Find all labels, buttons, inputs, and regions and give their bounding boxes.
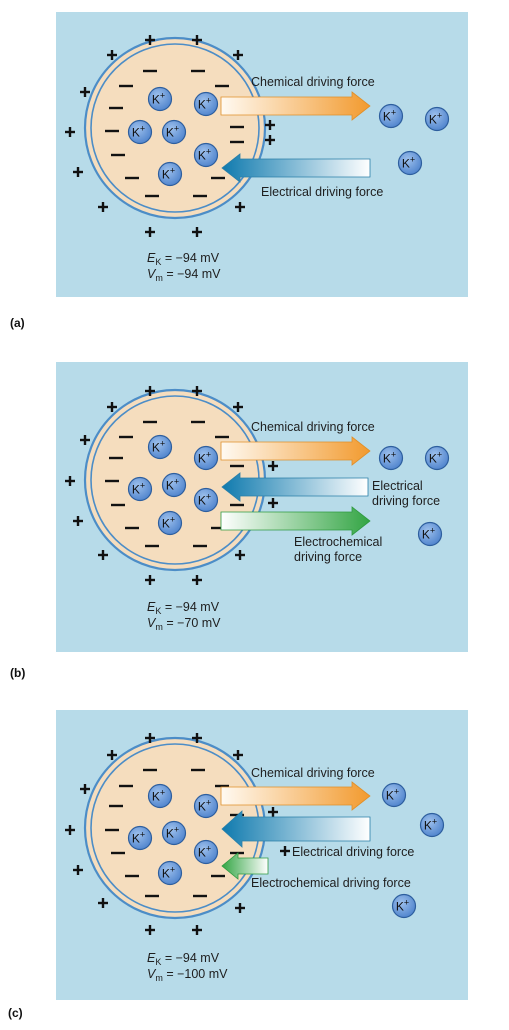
k-ion bbox=[157, 161, 183, 187]
k-ion bbox=[147, 86, 173, 112]
k-ion bbox=[381, 782, 407, 808]
panel-a: Chemical driving force Electrical drivin… bbox=[10, 12, 468, 330]
ek-formula-b: EK = −94 mV bbox=[147, 600, 220, 616]
k-ion bbox=[147, 434, 173, 460]
vm-formula-b: Vm = −70 mV bbox=[147, 616, 221, 632]
k-ion bbox=[378, 445, 404, 471]
k-ion bbox=[161, 119, 187, 145]
electrochemical-label-c: Electrochemical driving force bbox=[251, 876, 411, 890]
k-ion bbox=[193, 91, 219, 117]
electrical-label-c: Electrical driving force bbox=[292, 845, 414, 859]
electrochemical-arrow-c bbox=[221, 852, 269, 880]
chemical-arrow-b bbox=[220, 436, 371, 466]
k-ion bbox=[391, 893, 417, 919]
vm-formula-c: Vm = −100 mV bbox=[147, 967, 228, 983]
chemical-label-b: Chemical driving force bbox=[251, 420, 375, 434]
k-ion bbox=[157, 860, 183, 886]
k-ion bbox=[193, 445, 219, 471]
k-ion bbox=[424, 106, 450, 132]
k-ion bbox=[161, 472, 187, 498]
k-ion bbox=[161, 820, 187, 846]
electrical-label-b-line1: Electrical bbox=[372, 479, 423, 493]
panel-label-b: (b) bbox=[10, 666, 25, 680]
electrical-arrow-a bbox=[221, 153, 371, 183]
k-ion bbox=[419, 812, 445, 838]
chemical-arrow-c bbox=[220, 781, 371, 811]
chemical-label-a: Chemical driving force bbox=[251, 75, 375, 89]
panel-b: Chemical driving force Electrical drivin… bbox=[10, 362, 468, 680]
k-ion bbox=[378, 103, 404, 129]
ek-formula-c: EK = −94 mV bbox=[147, 951, 220, 967]
k-ion bbox=[147, 783, 173, 809]
k-ion bbox=[397, 150, 423, 176]
electrical-arrow-b bbox=[221, 472, 369, 502]
electrical-label-b-line2: driving force bbox=[372, 494, 440, 508]
panel-c: Chemical driving force Electrical drivin… bbox=[8, 710, 468, 1020]
electrochemical-label-b-line1: Electrochemical bbox=[294, 535, 382, 549]
k-ion bbox=[127, 119, 153, 145]
panel-label-a: (a) bbox=[10, 316, 25, 330]
electrical-arrow-c bbox=[221, 810, 371, 848]
k-ion bbox=[193, 487, 219, 513]
chemical-label-c: Chemical driving force bbox=[251, 766, 375, 780]
electrochemical-arrow-b bbox=[220, 506, 371, 536]
k-ion bbox=[193, 839, 219, 865]
k-ion bbox=[127, 825, 153, 851]
k-ion bbox=[127, 476, 153, 502]
electrochemical-label-b-line2: driving force bbox=[294, 550, 362, 564]
electrical-label-a: Electrical driving force bbox=[261, 185, 383, 199]
k-ion bbox=[424, 445, 450, 471]
k-ion bbox=[417, 521, 443, 547]
vm-formula-a: Vm = −94 mV bbox=[147, 267, 221, 283]
k-ion bbox=[157, 510, 183, 536]
k-ion bbox=[193, 793, 219, 819]
panel-label-c: (c) bbox=[8, 1006, 23, 1020]
chemical-arrow-a bbox=[220, 91, 371, 121]
ek-formula-a: EK = −94 mV bbox=[147, 251, 220, 267]
k-ion bbox=[193, 142, 219, 168]
